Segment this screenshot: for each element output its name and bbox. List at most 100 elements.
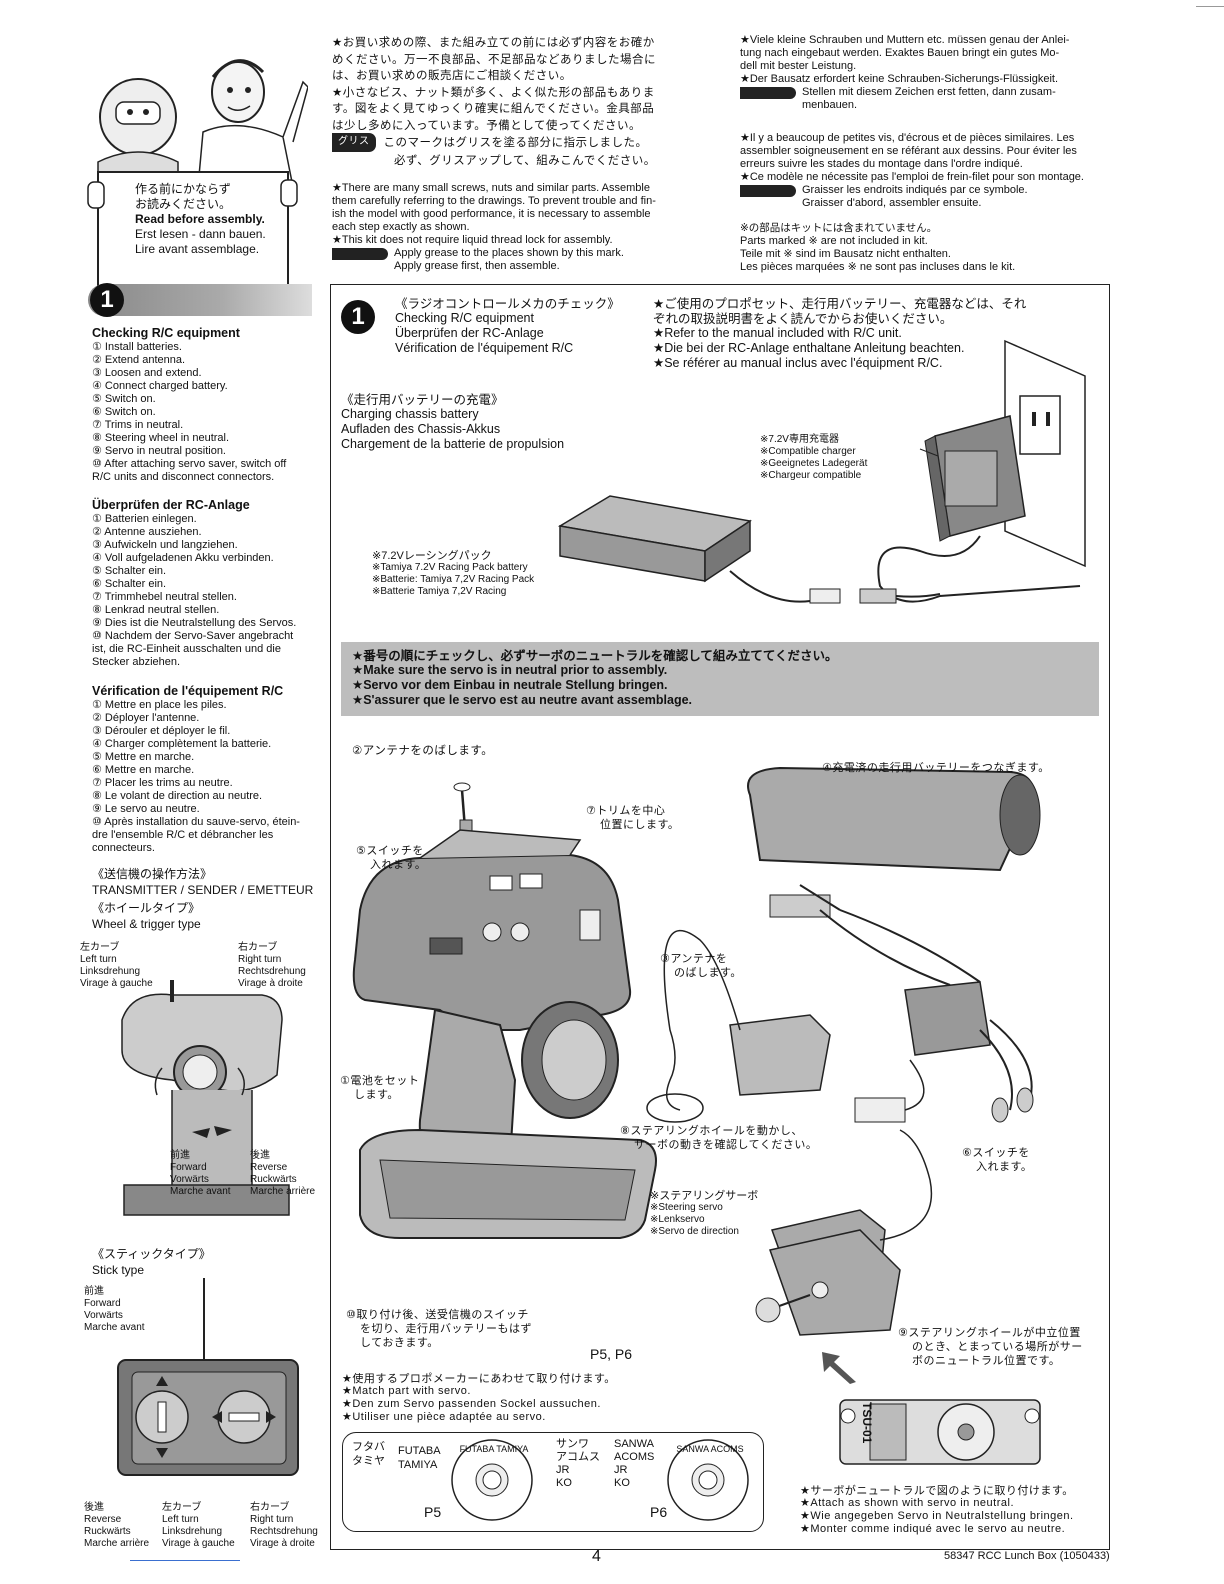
p5p6-label: P5, P6 xyxy=(590,1346,633,1362)
top-en-l3: ish the model with good performance, it … xyxy=(332,208,651,220)
left-de-item: ist, die RC-Einheit ausschalten und die xyxy=(92,643,281,655)
p6-brand-jp-3: JR xyxy=(556,1464,570,1476)
callout-8b: サーボの動きを確認してください。 xyxy=(634,1138,818,1151)
left-fr-item: ④ Charger complètement la batterie. xyxy=(92,738,272,750)
match-en: ★Match part with servo. xyxy=(342,1385,471,1397)
top-de-l2: tung nach eingebaut werden. Exaktes Baue… xyxy=(740,47,1060,59)
top-de-grease1: Stellen mit diesem Zeichen erst fetten, … xyxy=(802,86,1056,98)
warn-en: ★Make sure the servo is in neutral prior… xyxy=(352,663,668,677)
p6-brand-jp-2: アコムス xyxy=(556,1451,600,1463)
top-jp-p1-l2: めください。万一不良部品、不足部品などありました場合に xyxy=(332,51,656,66)
charging-heading: 《走行用バッテリーの充電》 Charging chassis battery A… xyxy=(341,392,564,452)
callout-1: ①電池をセット します。 xyxy=(340,1074,419,1102)
left-fr-item: ② Déployer l'antenne. xyxy=(92,712,200,724)
left-de-item: ⑥ Schalter ein. xyxy=(92,578,167,590)
left-de-item: Stecker abziehen. xyxy=(92,656,181,668)
wheel-transmitter-illustration xyxy=(112,980,332,1240)
match-jp: ★使用するプロポメーカーにあわせて取り付けます。 xyxy=(342,1372,616,1385)
servo-horn-options-box xyxy=(342,1432,764,1532)
left-fr-title: Vérification de l'équipement R/C xyxy=(92,684,284,698)
left-fr-list: Vérification de l'équipement R/C ① Mettr… xyxy=(92,684,314,855)
stick-reverse-fr: Marche arrière xyxy=(84,1538,150,1549)
left-fr-item: ⑨ Le servo au neutre. xyxy=(92,803,200,815)
match-de: ★Den zum Servo passenden Sockel aussuche… xyxy=(342,1398,601,1410)
left-en-item: ④ Connect charged battery. xyxy=(92,380,228,392)
warning-banner xyxy=(341,642,1099,716)
p6-brand-en-2: ACOMS xyxy=(614,1451,655,1463)
callout-9a: ⑨ステアリングホイールが中立位置 xyxy=(898,1326,1081,1339)
top-en-block: ★There are many small screws, nuts and s… xyxy=(332,182,712,273)
battery-label-fr: ※Batterie Tamiya 7,2V Racing xyxy=(372,586,507,597)
top-fr-grease2: Graisser d'abord, assembler ensuite. xyxy=(802,197,982,209)
left-fr-item: dre l'ensemble R/C et débrancher les xyxy=(92,829,274,841)
top-de-block: ★Viele kleine Schrauben und Muttern etc.… xyxy=(740,34,1120,112)
stick-reverse-jp: 後進 xyxy=(84,1502,104,1513)
not-included-block: ※の部品はキットには含まれていません。 Parts marked ※ are n… xyxy=(740,222,1120,274)
grease-mark-icon xyxy=(332,247,388,260)
left-fr-item: ⑦ Placer les trims au neutre. xyxy=(92,777,233,789)
stick-right-de: Rechtsdrehung xyxy=(250,1526,318,1537)
stick-left-jp: 左カーブ xyxy=(162,1502,202,1513)
attach-block: ★サーボがニュートラルで図のように取り付けます。 ★Attach as show… xyxy=(800,1484,1074,1536)
left-de-item: ④ Voll aufgeladenen Akku verbinden. xyxy=(92,552,274,564)
charger-label-en: ※Compatible charger xyxy=(760,446,856,457)
left-de-item: ① Batterien einlegen. xyxy=(92,513,197,525)
callout-2: ②アンテナをのばします。 xyxy=(352,743,494,757)
callout-3: ③アンテナを のばします。 xyxy=(660,952,742,980)
right-turn-de: Rechtsdrehung xyxy=(238,966,306,977)
callout-10a: ⑩取り付け後、送受信機のスイッチ xyxy=(346,1308,529,1321)
left-en-item: ⑩ After attaching servo saver, switch of… xyxy=(92,458,287,470)
left-de-item: ⑩ Nachdem der Servo-Saver angebracht xyxy=(92,630,294,642)
forward-label: 前進 Forward Vorwärts Marche avant xyxy=(170,1150,250,1198)
top-jp-p2-l3: は少し多めに入っています。予備として使ってください。 xyxy=(332,117,642,132)
left-de-title: Überprüfen der RC-Anlage xyxy=(92,498,250,512)
callout-1b: します。 xyxy=(354,1088,399,1101)
reverse-fr: Marche arrière xyxy=(250,1186,316,1197)
p5-brand-en-2: TAMIYA xyxy=(398,1459,438,1471)
charger-label-fr: ※Chargeur compatible xyxy=(760,470,862,481)
match-block: ★使用するプロポメーカーにあわせて取り付けます。 ★Match part wit… xyxy=(342,1372,616,1424)
p5-brands-en: FUTABA TAMIYA xyxy=(398,1444,441,1472)
callout-10c: しておきます。 xyxy=(360,1336,439,1349)
stick-right-jp: 右カーブ xyxy=(250,1502,290,1513)
servo-saver-neutral-illustration xyxy=(826,1390,1056,1474)
p6-brand-jp-4: KO xyxy=(556,1477,572,1489)
arrow-icon xyxy=(820,1350,860,1386)
callout-8: ⑧ステアリングホイールを動かし、 サーボの動きを確認してください。 xyxy=(620,1124,817,1152)
charging-illustration xyxy=(540,336,1100,616)
p5-brand-jp-2: タミヤ xyxy=(352,1455,385,1467)
servo-label-en: ※Steering servo xyxy=(650,1202,723,1213)
wheel-jp: 《ホイールタイプ》 xyxy=(92,901,201,915)
intro-illustration xyxy=(68,22,309,292)
reverse-en: Reverse xyxy=(250,1162,288,1173)
top-jp-p2-l2: す。図をよく見てゆっくり確実に組んでください。金具部品 xyxy=(332,101,655,115)
stick-forward-jp: 前進 xyxy=(84,1286,104,1297)
callout-4: ④充電済の走行用バッテリーをつなぎます。 xyxy=(822,761,1050,774)
p6-brand-en-4: KO xyxy=(614,1477,630,1489)
left-de-item: ⑦ Trimmhebel neutral stellen. xyxy=(92,591,237,603)
p6-brands-jp: サンワ アコムス JR KO xyxy=(556,1438,600,1490)
left-turn-label: 左カーブ Left turn Linksdrehung Virage à gau… xyxy=(80,942,180,990)
p5-ring-text: FUTABA TAMIYA xyxy=(459,1444,529,1454)
left-en-list: Checking R/C equipment ① Install batteri… xyxy=(92,326,314,484)
left-fr-item: connecteurs. xyxy=(92,842,155,854)
main-note-de: ★Die bei der RC-Anlage enthaltane Anleit… xyxy=(653,341,965,355)
left-de-list: Überprüfen der RC-Anlage ① Batterien ein… xyxy=(92,498,314,669)
left-en-item: ⑧ Steering wheel in neutral. xyxy=(92,432,230,444)
top-en-l5: ★This kit does not require liquid thread… xyxy=(332,234,613,246)
charger-label-jp: ※7.2V専用充電器 xyxy=(760,434,839,445)
not-included-fr: Les pièces marquées ※ ne sont pas inclus… xyxy=(740,261,1016,273)
right-turn-jp: 右カーブ xyxy=(238,942,278,953)
left-en-title: Checking R/C equipment xyxy=(92,326,240,340)
stick-forward-fr: Marche avant xyxy=(84,1322,145,1333)
forward-en: Forward xyxy=(170,1162,207,1173)
left-de-item: ⑧ Lenkrad neutral stellen. xyxy=(92,604,220,616)
left-de-item: ⑨ Dies ist die Neutralstellung des Servo… xyxy=(92,617,297,629)
left-fr-item: ⑤ Mettre en marche. xyxy=(92,751,195,763)
callout-7: ⑦トリムを中心 位置にします。 xyxy=(586,804,679,832)
top-en-l1: ★There are many small screws, nuts and s… xyxy=(332,182,650,194)
reverse-label: 後進 Reverse Ruckwärts Marche arrière xyxy=(250,1150,330,1198)
main-note-en: ★Refer to the manual included with R/C u… xyxy=(653,326,902,340)
servo-label-fr: ※Servo de direction xyxy=(650,1226,739,1237)
left-de-item: ⑤ Schalter ein. xyxy=(92,565,167,577)
